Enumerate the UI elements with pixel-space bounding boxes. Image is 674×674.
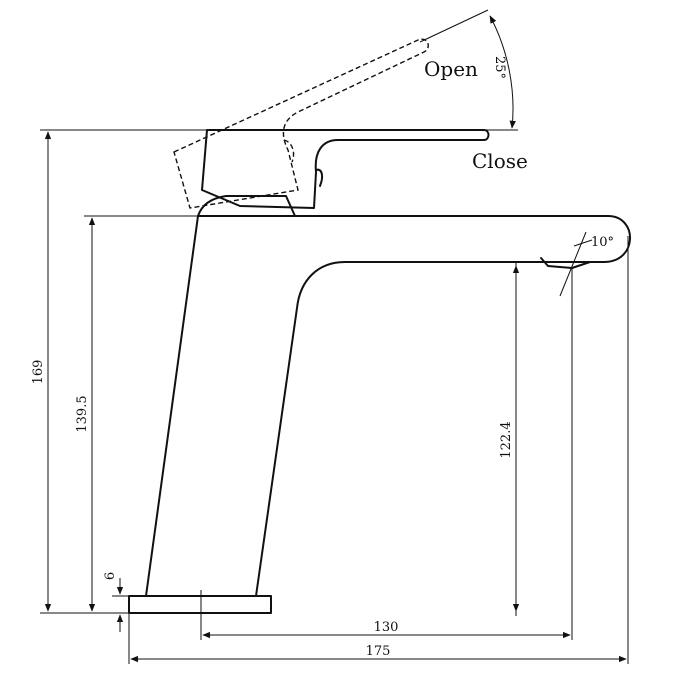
handle-closed <box>201 129 490 209</box>
dim-139-5: 139.5 <box>75 217 96 612</box>
angle-25-dimension: 25° <box>419 9 518 131</box>
dim-6-label: 6 <box>103 572 118 580</box>
dim-139-5-label: 139.5 <box>75 395 90 432</box>
angle-25-label: 25° <box>492 56 507 79</box>
dim-169: 169 <box>31 131 52 612</box>
extension-lines <box>40 129 629 664</box>
angle-10-dimension: 10° <box>559 231 614 297</box>
handle-open-inner-curve <box>283 139 295 163</box>
dim-6: 6 <box>103 572 124 632</box>
dim-169-label: 169 <box>31 360 46 385</box>
outlet-aerator <box>540 257 591 269</box>
handle-open-outline <box>173 38 429 209</box>
dim-122-4: 122.4 <box>499 265 520 612</box>
dim-175: 175 <box>130 644 627 663</box>
faucet-body <box>128 195 631 614</box>
cartridge-neck <box>197 195 296 217</box>
spout-outline <box>145 215 631 597</box>
handle-closed-inner-curve <box>315 168 324 187</box>
base-plate <box>128 595 272 614</box>
angle-10-label: 10° <box>591 235 614 250</box>
dim-175-label: 175 <box>366 644 391 659</box>
handle-open <box>173 38 429 209</box>
dim-130-label: 130 <box>374 620 399 635</box>
open-label: Open <box>424 57 478 81</box>
dim-130: 130 <box>202 620 571 639</box>
handle-closed-outline <box>201 129 490 209</box>
dim-122-4-label: 122.4 <box>499 421 514 458</box>
close-label: Close <box>472 149 528 173</box>
